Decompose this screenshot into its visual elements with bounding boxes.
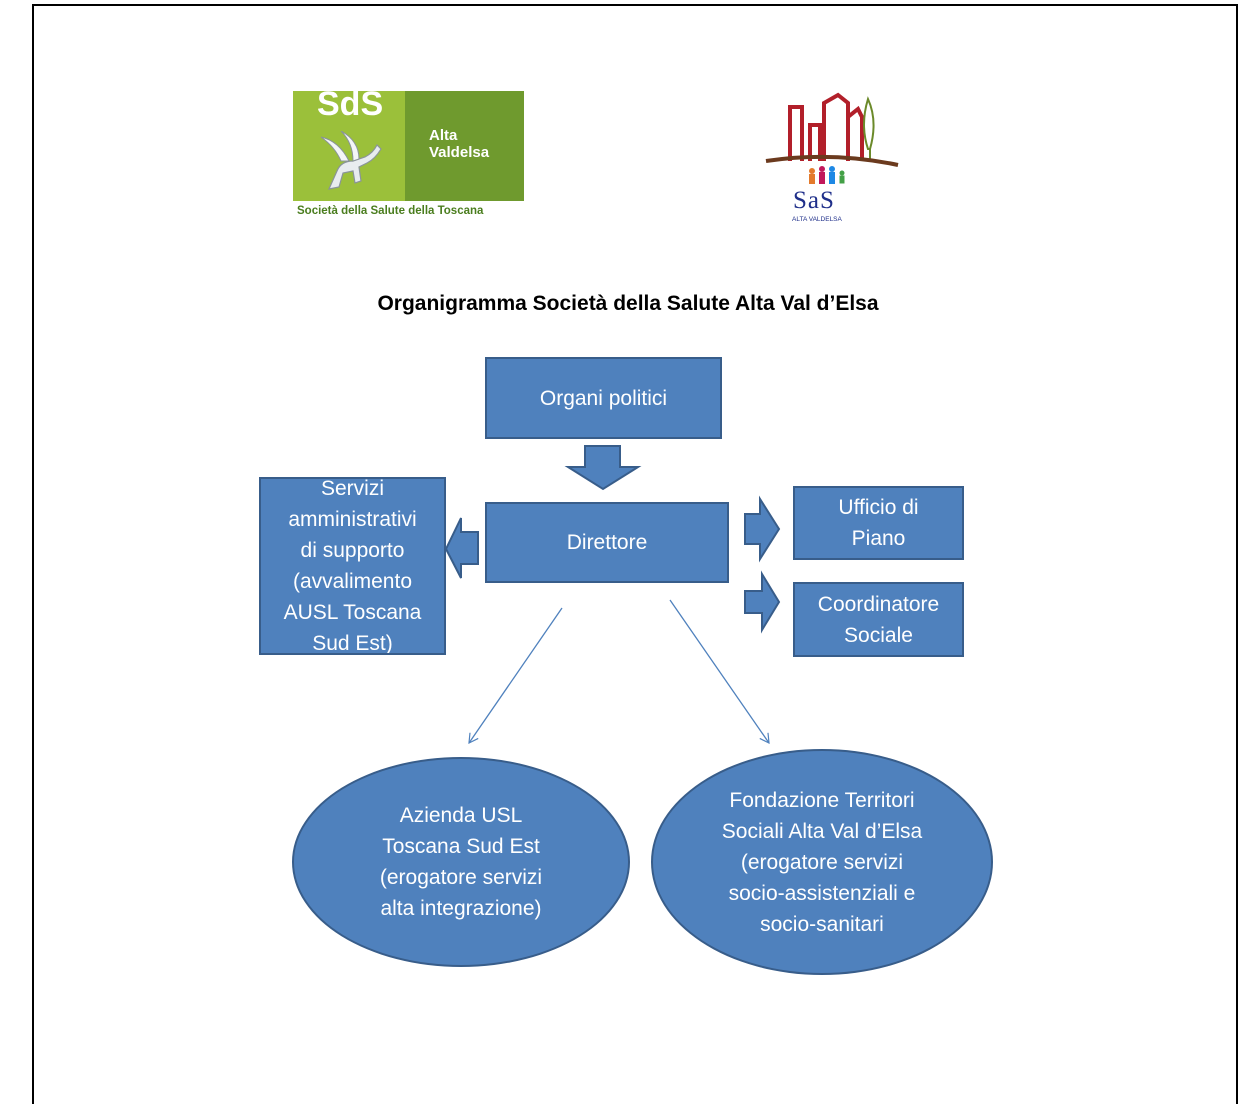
connector-to-fondazione	[669, 599, 770, 745]
page-frame	[32, 4, 1238, 1104]
page-title: Organigramma Società della Salute Alta V…	[377, 292, 879, 315]
logo-brand-text: SaS	[793, 187, 835, 214]
down-block-arrow	[564, 445, 642, 491]
sas-alta-valdelsa-logo: SaS ALTA VALDELSA	[762, 85, 902, 227]
winged-horse-icon	[320, 131, 382, 190]
towers-and-family-icon	[765, 92, 899, 184]
logo-name: Alta Valdelsa	[429, 127, 489, 161]
node-organi-politici: Organi politici	[485, 357, 722, 439]
node-label: Organi politici	[539, 386, 668, 410]
right-block-arrow-ufficio	[744, 495, 781, 563]
logo-caption: ALTA VALDELSA	[792, 216, 842, 223]
logo-brand-text: SdS	[317, 85, 384, 123]
right-block-arrow-coordinatore	[744, 570, 781, 634]
node-servizi-amministrativi: Servizi amministrativi di supporto (avva…	[259, 477, 446, 655]
node-coordinatore-sociale: Coordinatore Sociale	[793, 582, 964, 657]
node-label: Direttore	[566, 531, 648, 554]
node-label: Azienda USL Toscana Sud Est (erogatore s…	[379, 804, 543, 920]
logo-name-line1: Alta	[429, 127, 458, 144]
node-ufficio-di-piano: Ufficio di Piano	[793, 486, 964, 560]
logo-green-block	[293, 91, 405, 201]
node-direttore: Direttore	[485, 502, 729, 583]
sds-alta-valdelsa-logo: SdS Alta Valdelsa Società della Salute d…	[293, 85, 524, 224]
logo-name-line2: Valdelsa	[429, 144, 490, 161]
node-label: Fondazione Territori Sociali Alta Val d’…	[721, 788, 923, 936]
logo-dark-green-block	[405, 91, 524, 201]
node-fondazione-territori: Fondazione Territori Sociali Alta Val d’…	[651, 749, 993, 975]
connector-to-azienda	[468, 607, 563, 745]
node-label: Coordinatore Sociale	[817, 592, 940, 647]
node-label: Servizi amministrativi di supporto (avva…	[283, 477, 422, 655]
node-label: Ufficio di Piano	[838, 496, 919, 550]
node-azienda-usl: Azienda USL Toscana Sud Est (erogatore s…	[292, 757, 630, 967]
left-block-arrow	[444, 517, 479, 579]
logo-caption: Società della Salute della Toscana	[297, 205, 484, 217]
